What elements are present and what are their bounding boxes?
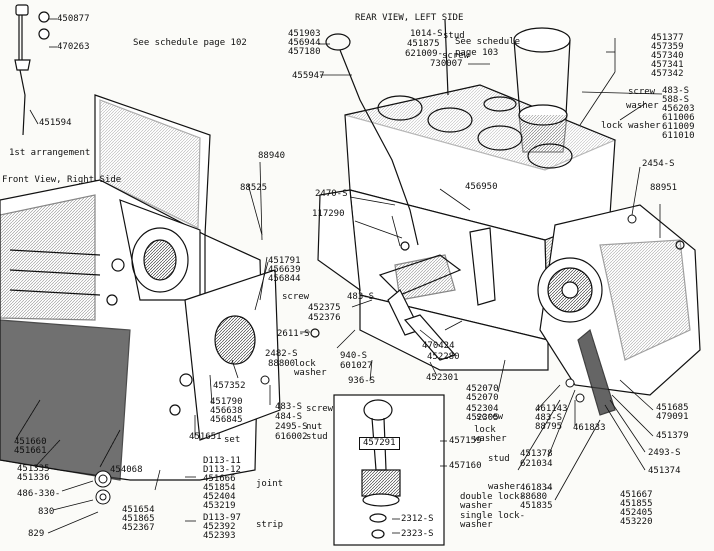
part-label-group: 451654 451865 452367 — [122, 505, 155, 533]
part-label: 452376 — [308, 313, 341, 323]
part-label: 2493-S — [648, 448, 681, 458]
label-single-lock-washer: single lock- washer — [460, 511, 526, 530]
part-label: 461833 — [573, 423, 606, 433]
label-screw: screw — [476, 412, 504, 422]
caption-schedule-102: See schedule page 102 — [133, 38, 247, 48]
part-label: 483-S — [275, 402, 303, 412]
part-label-group: D113-97 452392 452393 — [203, 513, 241, 541]
part-label: 88951 — [650, 183, 678, 193]
part-label: 2482-S — [265, 349, 298, 359]
label-screw: screw — [306, 404, 334, 414]
caption-schedule-103: See schedule page 103 — [455, 37, 521, 58]
part-label: 621009- — [405, 49, 443, 59]
cylinder-sleeve — [483, 27, 571, 153]
part-label: 470424 — [422, 341, 455, 351]
oil-filler-tube — [14, 4, 50, 136]
part-label: 2312-S — [401, 514, 434, 524]
part-label: 451374 — [648, 466, 681, 476]
part-label: 730007 — [430, 59, 463, 69]
part-label: 450877 — [57, 14, 90, 24]
part-label-group: 451685 479091 — [656, 403, 689, 422]
small-fasteners — [94, 214, 637, 505]
part-label: 88525 — [240, 183, 268, 193]
part-label: 1014-S — [410, 29, 443, 39]
part-label: 621034 — [520, 459, 553, 469]
part-label: 601027 — [340, 361, 373, 371]
part-label: 829 — [28, 529, 45, 539]
label-lock-washer: lock washer — [601, 121, 661, 131]
label-screw: screw — [442, 51, 470, 61]
part-label: 455947 — [292, 71, 325, 81]
part-label: 483-S — [347, 292, 375, 302]
dipstick — [325, 19, 449, 246]
label-strip: strip — [256, 520, 284, 530]
label-set: set — [224, 435, 241, 445]
label-joint: joint — [256, 479, 284, 489]
oil-screen-assembly — [333, 394, 445, 546]
part-label-group: 451903 456944 457180 — [288, 29, 321, 57]
part-label-group: 461834 88680 451835 — [520, 483, 553, 511]
part-label: 2454-S — [642, 159, 675, 169]
label-lock-washer: lock washer — [294, 359, 327, 378]
part-label: 451875 — [407, 39, 440, 49]
part-label: 452305 — [466, 413, 499, 423]
part-label: 451594 — [39, 118, 72, 128]
part-label: 486-330- — [17, 489, 61, 499]
part-label: 117290 — [312, 209, 345, 219]
part-label: 457159 — [449, 436, 482, 446]
part-label-group: 451790 456638 456845 — [210, 397, 243, 425]
label-screw: screw — [282, 292, 310, 302]
part-label: 452375 — [308, 303, 341, 313]
part-label: 88940 — [258, 151, 286, 161]
caption-first-arrangement: 1st arrangement — [9, 148, 91, 158]
part-label-group: 461143 483-S 88795 — [535, 404, 568, 432]
caption-rear-view: REAR VIEW, LEFT SIDE — [355, 13, 464, 23]
part-label: 451378 — [520, 449, 553, 459]
part-label-group: 483-S 588-S 456203 611006 611009 611010 — [662, 86, 695, 141]
caption-front-view: Front View, Right Side — [2, 175, 122, 185]
label-double-lock-washer: double lock- washer — [460, 492, 526, 511]
part-label: 452280 — [427, 352, 460, 362]
part-label: 2323-S — [401, 529, 434, 539]
timing-gear-housing — [537, 204, 701, 416]
part-label: 454068 — [110, 465, 143, 475]
part-label: 452301 — [426, 373, 459, 383]
part-label: 484-S — [275, 412, 303, 422]
label-screw: screw — [628, 87, 656, 97]
part-label: 88800 — [268, 359, 296, 369]
part-label: 457160 — [449, 461, 482, 471]
label-stud: stud — [443, 31, 465, 41]
label-lock-washer: lock washer — [474, 425, 507, 444]
front-cover-plate — [184, 269, 281, 441]
part-label-boxed: 457291 — [359, 437, 400, 450]
part-label-group: 451791 456639 456844 — [268, 256, 301, 284]
part-label-group: 451377 457359 457340 457341 457342 — [651, 33, 684, 79]
part-label: 2495-S — [275, 422, 308, 432]
leader-lines — [15, 18, 663, 534]
part-label-group: D113-11 D113-12 451666 451854 452404 453… — [203, 456, 241, 511]
part-label: 470263 — [57, 42, 90, 52]
label-nut: nut — [306, 422, 323, 432]
label-washer: washer — [488, 482, 521, 492]
part-label: 457352 — [213, 381, 246, 391]
part-label: 451379 — [656, 431, 689, 441]
part-label: 452304 — [466, 404, 499, 414]
part-label: 830 — [38, 507, 55, 517]
part-label: 451651 — [189, 432, 222, 442]
part-label: 616002 — [275, 432, 308, 442]
part-label: 940-S — [340, 351, 368, 361]
part-label: 2470-S — [315, 189, 348, 199]
part-label-group: 451660 451661 — [14, 437, 47, 456]
label-stud: stud — [488, 454, 510, 464]
part-label-group: 451667 451855 452405 453220 — [620, 490, 653, 527]
part-label-group: 452070 452070 — [466, 384, 499, 403]
label-washer: washer — [626, 101, 659, 111]
part-label: 936-S — [348, 376, 376, 386]
part-label: 2611-S — [277, 329, 310, 339]
part-label-group: 451335 451336 — [17, 464, 50, 483]
part-label: 456950 — [465, 182, 498, 192]
label-stud: stud — [306, 432, 328, 442]
